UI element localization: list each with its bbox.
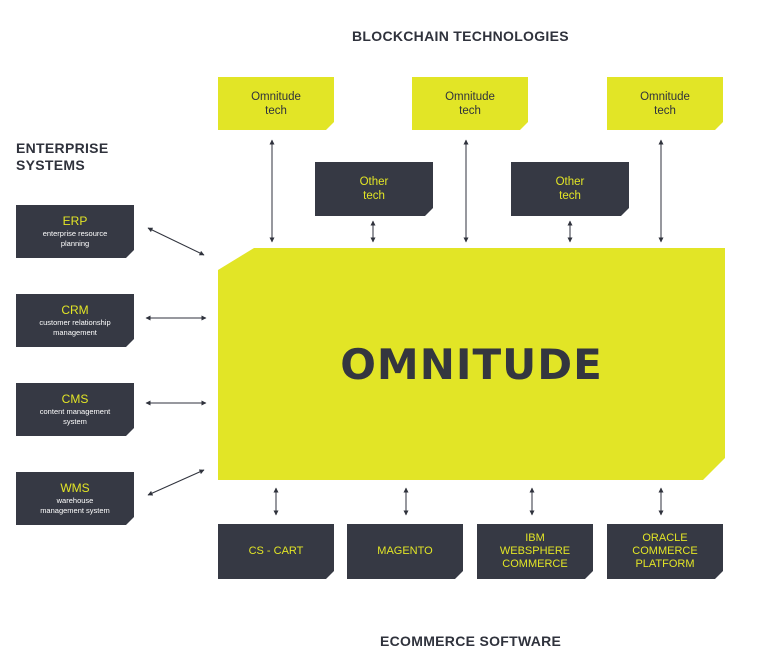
omnitude-core-label: OMNITUDE (340, 339, 603, 389)
erp-subtitle-line1: enterprise resource (42, 229, 108, 238)
omnitude-tech-label: Omnitude (445, 90, 495, 103)
oracle-label-line3: PLATFORM (635, 558, 695, 570)
crm-subtitle-line2: management (53, 328, 97, 337)
omnitude-tech-box-1: Omnitude tech (218, 77, 334, 130)
blockchain-technologies-heading: BLOCKCHAIN TECHNOLOGIES (352, 28, 569, 44)
other-tech-label: Other (359, 176, 389, 188)
cs-cart-label: CS - CART (248, 545, 304, 557)
wms-title: WMS (60, 481, 90, 495)
cs-cart-box: CS - CART (218, 524, 334, 579)
arrow-erp (147, 227, 205, 256)
magento-label: MAGENTO (377, 545, 433, 557)
crm-subtitle-line1: customer relationship (39, 318, 111, 327)
omnitude-tech-box-2: Omnitude tech (412, 77, 528, 130)
erp-box: ERP enterprise resource planning (16, 205, 134, 258)
erp-subtitle-line2: planning (60, 239, 90, 248)
other-tech-box-2: Other tech (511, 162, 629, 216)
ibm-websphere-box: IBM WEBSPHERE COMMERCE (477, 524, 593, 579)
other-tech-box-1: Other tech (315, 162, 433, 216)
omnitude-tech-label: Omnitude (640, 90, 690, 103)
crm-title: CRM (61, 303, 89, 317)
ibm-label-line3: COMMERCE (502, 558, 568, 570)
oracle-commerce-box: ORACLE COMMERCE PLATFORM (607, 524, 723, 579)
wms-subtitle-line2: management system (40, 506, 110, 515)
other-tech-sublabel: tech (363, 190, 385, 202)
omnitude-tech-sublabel: tech (654, 104, 676, 117)
other-tech-label: Other (555, 176, 585, 188)
magento-box: MAGENTO (347, 524, 463, 579)
crm-box: CRM customer relationship management (16, 294, 134, 347)
enterprise-systems-heading: ENTERPRISE SYSTEMS (16, 140, 108, 174)
omnitude-tech-box-3: Omnitude tech (607, 77, 723, 130)
ibm-label-line1: IBM (525, 532, 545, 544)
ibm-label-line2: WEBSPHERE (499, 545, 571, 557)
omnitude-tech-label: Omnitude (251, 90, 301, 103)
enterprise-heading-line1: ENTERPRISE (16, 140, 109, 156)
omnitude-core-block: OMNITUDE (218, 248, 725, 480)
omnitude-tech-sublabel: tech (459, 104, 481, 117)
wms-subtitle-line1: warehouse (56, 496, 94, 505)
ecommerce-software-heading: ECOMMERCE SOFTWARE (380, 633, 562, 649)
oracle-label-line1: ORACLE (642, 532, 688, 544)
cms-title: CMS (61, 392, 89, 406)
cms-box: CMS content management system (16, 383, 134, 436)
arrow-wms (147, 469, 205, 496)
oracle-label-line2: COMMERCE (632, 545, 698, 557)
enterprise-heading-line2: SYSTEMS (16, 157, 86, 173)
other-tech-sublabel: tech (559, 190, 581, 202)
cms-subtitle-line1: content management (39, 407, 111, 416)
erp-title: ERP (62, 214, 88, 228)
wms-box: WMS warehouse management system (16, 472, 134, 525)
omnitude-tech-sublabel: tech (265, 104, 287, 117)
cms-subtitle-line2: system (63, 417, 87, 426)
